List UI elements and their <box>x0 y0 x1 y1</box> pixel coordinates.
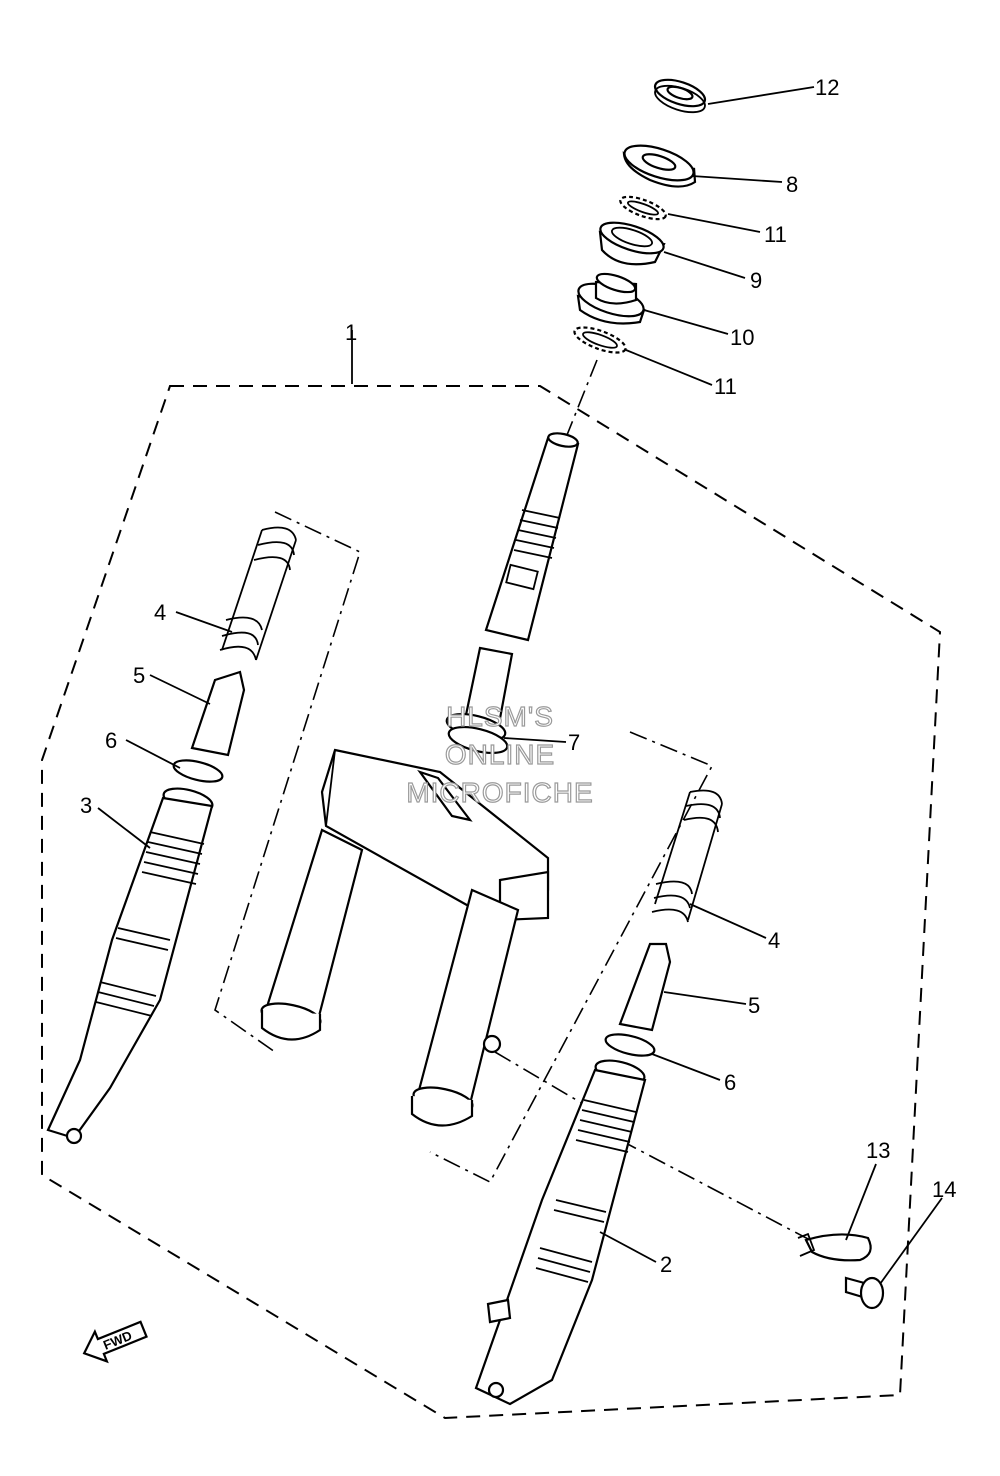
clip-part <box>797 1232 872 1262</box>
bearing-cover-part <box>622 144 697 188</box>
right-spring-seat-part <box>618 942 672 1032</box>
steering-stem-part <box>484 432 580 642</box>
callout-5-left: 5 <box>133 663 145 688</box>
left-spring-part <box>219 526 297 661</box>
callout-11-lower: 11 <box>714 374 737 399</box>
right-outer-tube-part <box>474 1059 647 1406</box>
screw-part <box>844 1276 885 1310</box>
boss-axis-line <box>494 1051 591 1109</box>
callout-6-right: 6 <box>724 1070 736 1095</box>
upper-bearing-race-part <box>598 221 666 266</box>
callout-4-right: 4 <box>768 928 780 953</box>
lock-nut-part <box>653 78 707 114</box>
left-tube-bracket <box>214 511 361 1053</box>
watermark-line-1: HLSM'S <box>446 701 554 732</box>
callout-2: 2 <box>660 1252 672 1277</box>
callout-11-upper: 11 <box>764 222 787 247</box>
callout-12: 12 <box>815 75 839 100</box>
lower-bearing-race-part <box>576 272 646 325</box>
watermark: HLSM'S ONLINE MICROFICHE <box>406 700 594 808</box>
lower-ball-race-part <box>573 326 627 354</box>
right-spring-part <box>651 789 723 923</box>
callout-1: 1 <box>345 320 357 345</box>
left-spring-seat-part <box>190 670 246 757</box>
callout-7: 7 <box>568 730 580 755</box>
watermark-line-2: ONLINE <box>445 739 555 770</box>
callout-8: 8 <box>786 172 798 197</box>
right-o-ring-part <box>604 1033 656 1057</box>
callout-4-left: 4 <box>154 600 166 625</box>
pin-axis-line <box>619 1139 811 1241</box>
steering-axis-line <box>564 359 598 441</box>
callout-9: 9 <box>750 268 762 293</box>
upper-ball-race-part <box>619 195 667 221</box>
leader-lines <box>97 86 943 1285</box>
assembly-boundary <box>41 385 942 1420</box>
callout-6-left: 6 <box>105 728 117 753</box>
callout-5-right: 5 <box>748 993 760 1018</box>
callout-10: 10 <box>730 325 754 350</box>
watermark-line-3: MICROFICHE <box>406 777 593 808</box>
callout-3: 3 <box>80 793 92 818</box>
callout-14: 14 <box>932 1177 956 1202</box>
under-bracket-part <box>260 646 550 1127</box>
fwd-arrow-icon: FWD <box>82 1320 148 1364</box>
right-tube-bracket <box>429 731 714 1184</box>
left-outer-tube-part <box>46 787 214 1145</box>
left-o-ring-part <box>172 759 224 783</box>
callout-13: 13 <box>866 1138 890 1163</box>
